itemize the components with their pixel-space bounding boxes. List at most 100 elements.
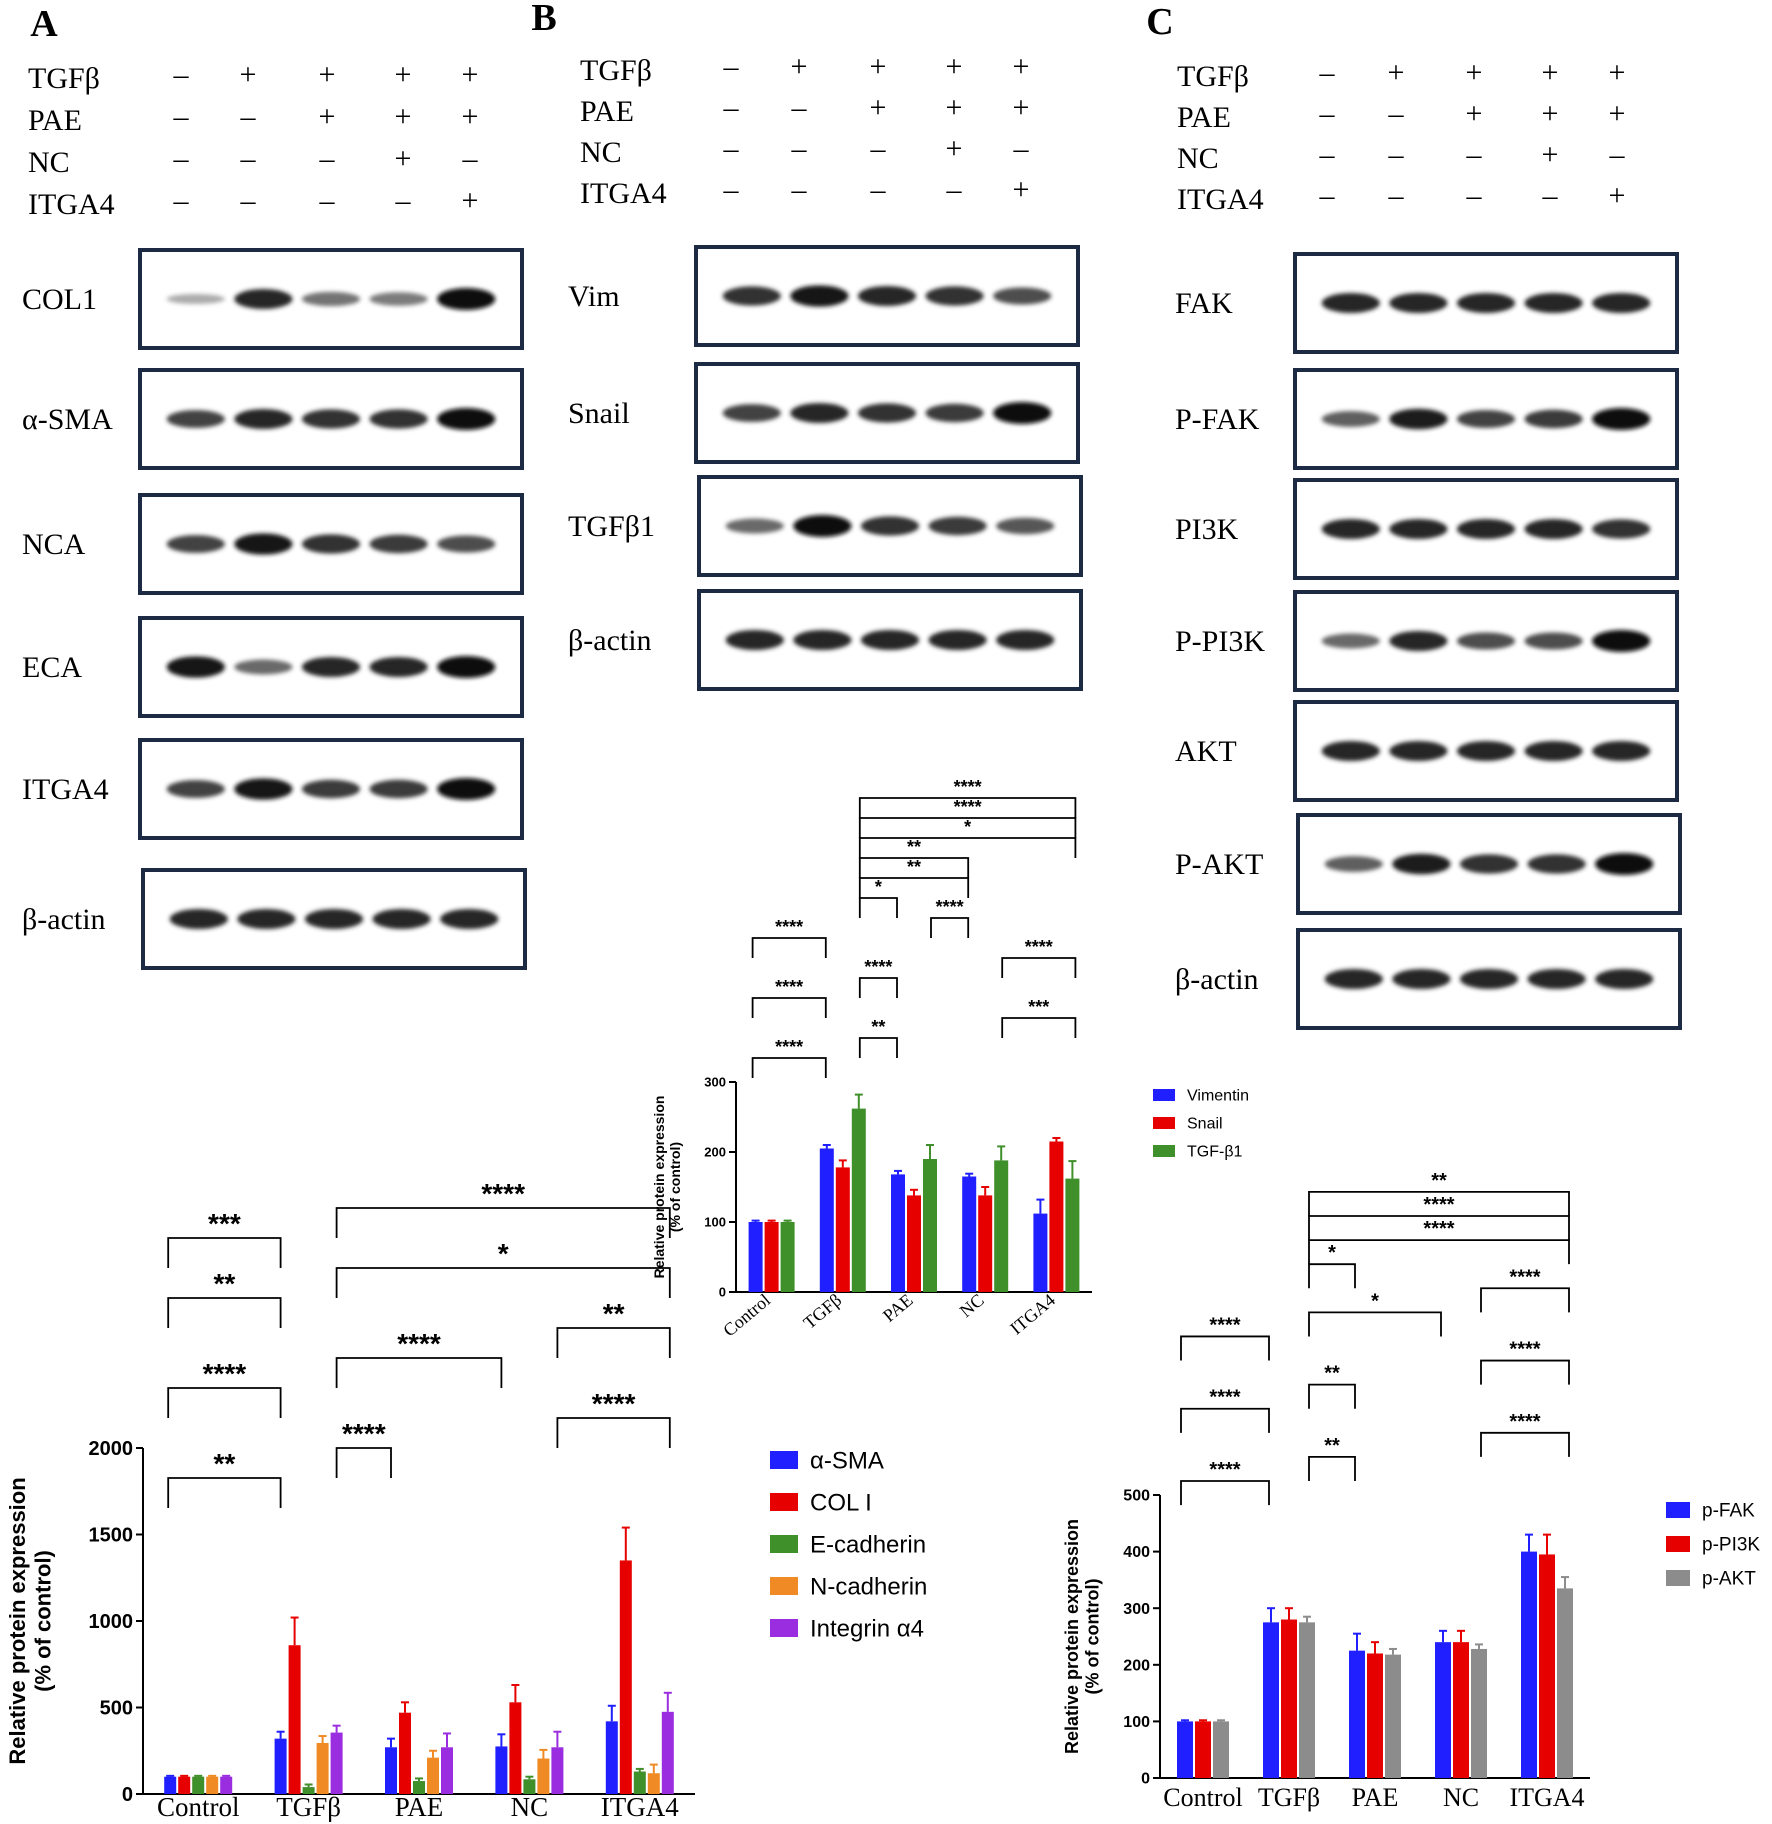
x-tick-label: Control: [719, 1290, 774, 1341]
blot-band: [860, 630, 920, 650]
significance-bracket: [858, 857, 970, 878]
legend-swatch: [770, 1577, 798, 1595]
significance-bracket: [1308, 1383, 1356, 1409]
significance-bracket: [167, 1477, 282, 1508]
blot-band: [1524, 741, 1583, 761]
blot-band: [928, 516, 987, 536]
bar-tgf-1: [851, 1108, 866, 1292]
treatment-sign: +: [1609, 97, 1626, 130]
significance-label: ****: [592, 1388, 636, 1419]
significance-bracket: [1308, 1263, 1356, 1289]
significance-bracket: [556, 1417, 671, 1448]
blot-band: [437, 408, 496, 430]
bar-n-cadherin: [647, 1773, 660, 1794]
y-axis-label: Relative protein expression(% of control…: [651, 1096, 683, 1279]
blot-band: [372, 909, 431, 929]
blot-band: [1592, 630, 1651, 652]
blot-band: [1321, 633, 1380, 649]
legend-label: N-cadherin: [810, 1573, 927, 1600]
blot-label: PI3K: [1175, 513, 1239, 546]
treatment-sign: +: [1013, 50, 1030, 83]
blot-band: [1456, 519, 1516, 539]
significance-bracket: [930, 917, 970, 938]
significance-label: **: [214, 1448, 236, 1479]
bar-e-cadherin: [302, 1787, 315, 1794]
treatment-sign: –: [1466, 179, 1483, 212]
blot-band: [234, 289, 293, 309]
treatment-sign: –: [1319, 97, 1336, 130]
blot-label: P-PI3K: [1175, 625, 1265, 658]
y-tick-label: 100: [704, 1215, 726, 1230]
blot-band: [996, 517, 1055, 535]
y-axis-label: Relative protein expression(% of control…: [5, 1477, 55, 1764]
treatment-sign: +: [395, 142, 412, 175]
bar-snail: [907, 1195, 921, 1292]
blot-band: [166, 293, 225, 305]
y-tick-label: 300: [704, 1075, 726, 1090]
treatment-label: TGFβ: [1177, 60, 1249, 93]
blot-band: [1389, 408, 1448, 430]
bar-e-cadherin: [413, 1781, 425, 1794]
significance-label: ****: [1509, 1339, 1540, 1361]
treatment-sign: –: [1466, 138, 1483, 171]
legend-swatch: [770, 1619, 798, 1637]
treatment-sign: –: [1609, 138, 1626, 171]
treatment-label: TGFβ: [580, 54, 652, 87]
bar-p-akt: [1385, 1654, 1401, 1778]
blot-label: P-AKT: [1175, 848, 1263, 881]
blot-band: [234, 778, 293, 800]
treatment-sign: +: [395, 100, 412, 133]
legend-swatch: [1666, 1570, 1690, 1586]
significance-label: ****: [1423, 1194, 1454, 1216]
y-tick-label: 400: [1123, 1544, 1150, 1561]
bar-col-i: [178, 1776, 191, 1794]
y-tick-label: 200: [704, 1145, 726, 1160]
treatment-sign: –: [173, 100, 190, 133]
blot-band: [1389, 631, 1448, 651]
bar-integrin-4: [441, 1747, 453, 1794]
bar--sma: [605, 1721, 618, 1794]
treatment-sign: +: [1388, 56, 1405, 89]
bar-col-i: [399, 1712, 411, 1794]
significance-label: ****: [1509, 1266, 1540, 1288]
y-tick-label: 0: [122, 1784, 133, 1806]
significance-label: **: [1431, 1170, 1447, 1192]
bar--sma: [385, 1747, 397, 1794]
treatment-sign: +: [946, 132, 963, 165]
treatment-sign: +: [319, 58, 336, 91]
significance-label: ****: [775, 1037, 803, 1057]
significance-label: ****: [954, 797, 982, 817]
x-tick-label: Control: [157, 1792, 240, 1822]
significance-label: *: [875, 877, 882, 897]
treatment-sign: –: [1388, 138, 1405, 171]
significance-bracket: [751, 1057, 827, 1078]
bar-vimentin: [819, 1148, 834, 1292]
blot-band: [369, 409, 428, 429]
blot-band: [1527, 854, 1586, 874]
significance-bracket: [1308, 1311, 1442, 1337]
blot-band: [1456, 293, 1516, 313]
treatment-label: PAE: [580, 95, 634, 128]
panel-c: CTGFβ–++++PAE––+++NC–––+–ITGA4––––+FAKP-…: [1146, 1, 1682, 1030]
blot-band: [1389, 293, 1448, 313]
treatment-sign: –: [1319, 56, 1336, 89]
bar-integrin-4: [220, 1776, 233, 1794]
significance-bracket: [1001, 957, 1077, 978]
treatment-sign: –: [173, 184, 190, 217]
panel-letter: B: [531, 0, 556, 39]
significance-bracket: [1180, 1335, 1270, 1361]
treatment-label: PAE: [28, 104, 82, 137]
blot-band: [437, 778, 496, 800]
legend-swatch: [1153, 1145, 1175, 1157]
blot-band: [437, 535, 496, 553]
significance-label: **: [1324, 1363, 1340, 1385]
x-tick-label: ITGA4: [601, 1792, 679, 1822]
blot-band: [369, 779, 428, 799]
significance-bracket: [1308, 1239, 1570, 1265]
bar-n-cadherin: [206, 1776, 219, 1794]
treatment-sign: +: [462, 58, 479, 91]
y-tick-label: 2000: [89, 1438, 134, 1460]
significance-label: ****: [775, 977, 803, 997]
significance-bracket: [858, 797, 1077, 818]
